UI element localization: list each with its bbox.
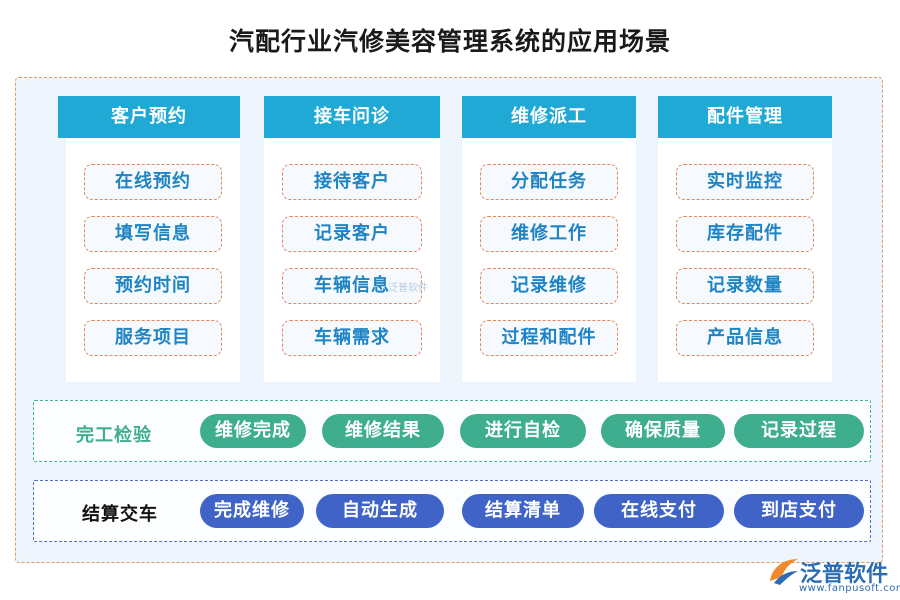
row-pill: 完成维修: [200, 494, 304, 528]
column-item: 车辆需求: [282, 320, 422, 356]
row-pill: 进行自检: [460, 414, 586, 448]
watermark-text: 泛普软件: [388, 283, 428, 294]
column-panel-parts: 实时监控 库存配件 记录数量 产品信息: [658, 138, 832, 382]
column-item: 车辆信息: [282, 268, 422, 304]
column-item: 过程和配件: [480, 320, 618, 356]
brand-logo: 泛普软件 www.fanpusoft.com: [766, 555, 900, 597]
column-header-dispatch: 维修派工: [462, 96, 636, 138]
row-pill: 维修完成: [200, 414, 306, 448]
column-item: 库存配件: [676, 216, 814, 252]
row-completion-inspection: [33, 400, 871, 462]
logo-url: www.fanpusoft.com: [799, 583, 900, 594]
column-item: 接待客户: [282, 164, 422, 200]
column-item: 分配任务: [480, 164, 618, 200]
column-item: 记录数量: [676, 268, 814, 304]
column-panel-dispatch: 分配任务 维修工作 记录维修 过程和配件: [462, 138, 636, 382]
column-header-reception: 接车问诊: [264, 96, 440, 138]
column-item: 预约时间: [84, 268, 222, 304]
fanpu-logo-icon: [770, 559, 798, 585]
row-pill: 到店支付: [734, 494, 864, 528]
column-item: 填写信息: [84, 216, 222, 252]
column-panel-customer-booking: 在线预约 填写信息 预约时间 服务项目: [66, 138, 240, 382]
row-pill: 记录过程: [734, 414, 864, 448]
row-pill: 在线支付: [594, 494, 724, 528]
column-header-customer-booking: 客户预约: [58, 96, 240, 138]
column-item: 记录维修: [480, 268, 618, 304]
row-pill: 自动生成: [316, 494, 444, 528]
column-item: 服务项目: [84, 320, 222, 356]
column-item: 实时监控: [676, 164, 814, 200]
page-title: 汽配行业汽修美容管理系统的应用场景: [228, 27, 671, 56]
row-pill: 维修结果: [322, 414, 444, 448]
row-pill: 结算清单: [462, 494, 584, 528]
column-item: 维修工作: [480, 216, 618, 252]
column-item: 记录客户: [282, 216, 422, 252]
column-item: 在线预约: [84, 164, 222, 200]
row-settlement-delivery: [33, 480, 871, 542]
logo-name: 泛普软件: [800, 562, 889, 587]
column-item: 产品信息: [676, 320, 814, 356]
column-header-parts: 配件管理: [658, 96, 832, 138]
row-label-completion-inspection: 完工检验: [76, 425, 152, 446]
row-pill: 确保质量: [601, 414, 725, 448]
column-panel-reception: 接待客户 记录客户 车辆信息 车辆需求: [264, 138, 440, 382]
row-label-settlement-delivery: 结算交车: [82, 504, 158, 525]
